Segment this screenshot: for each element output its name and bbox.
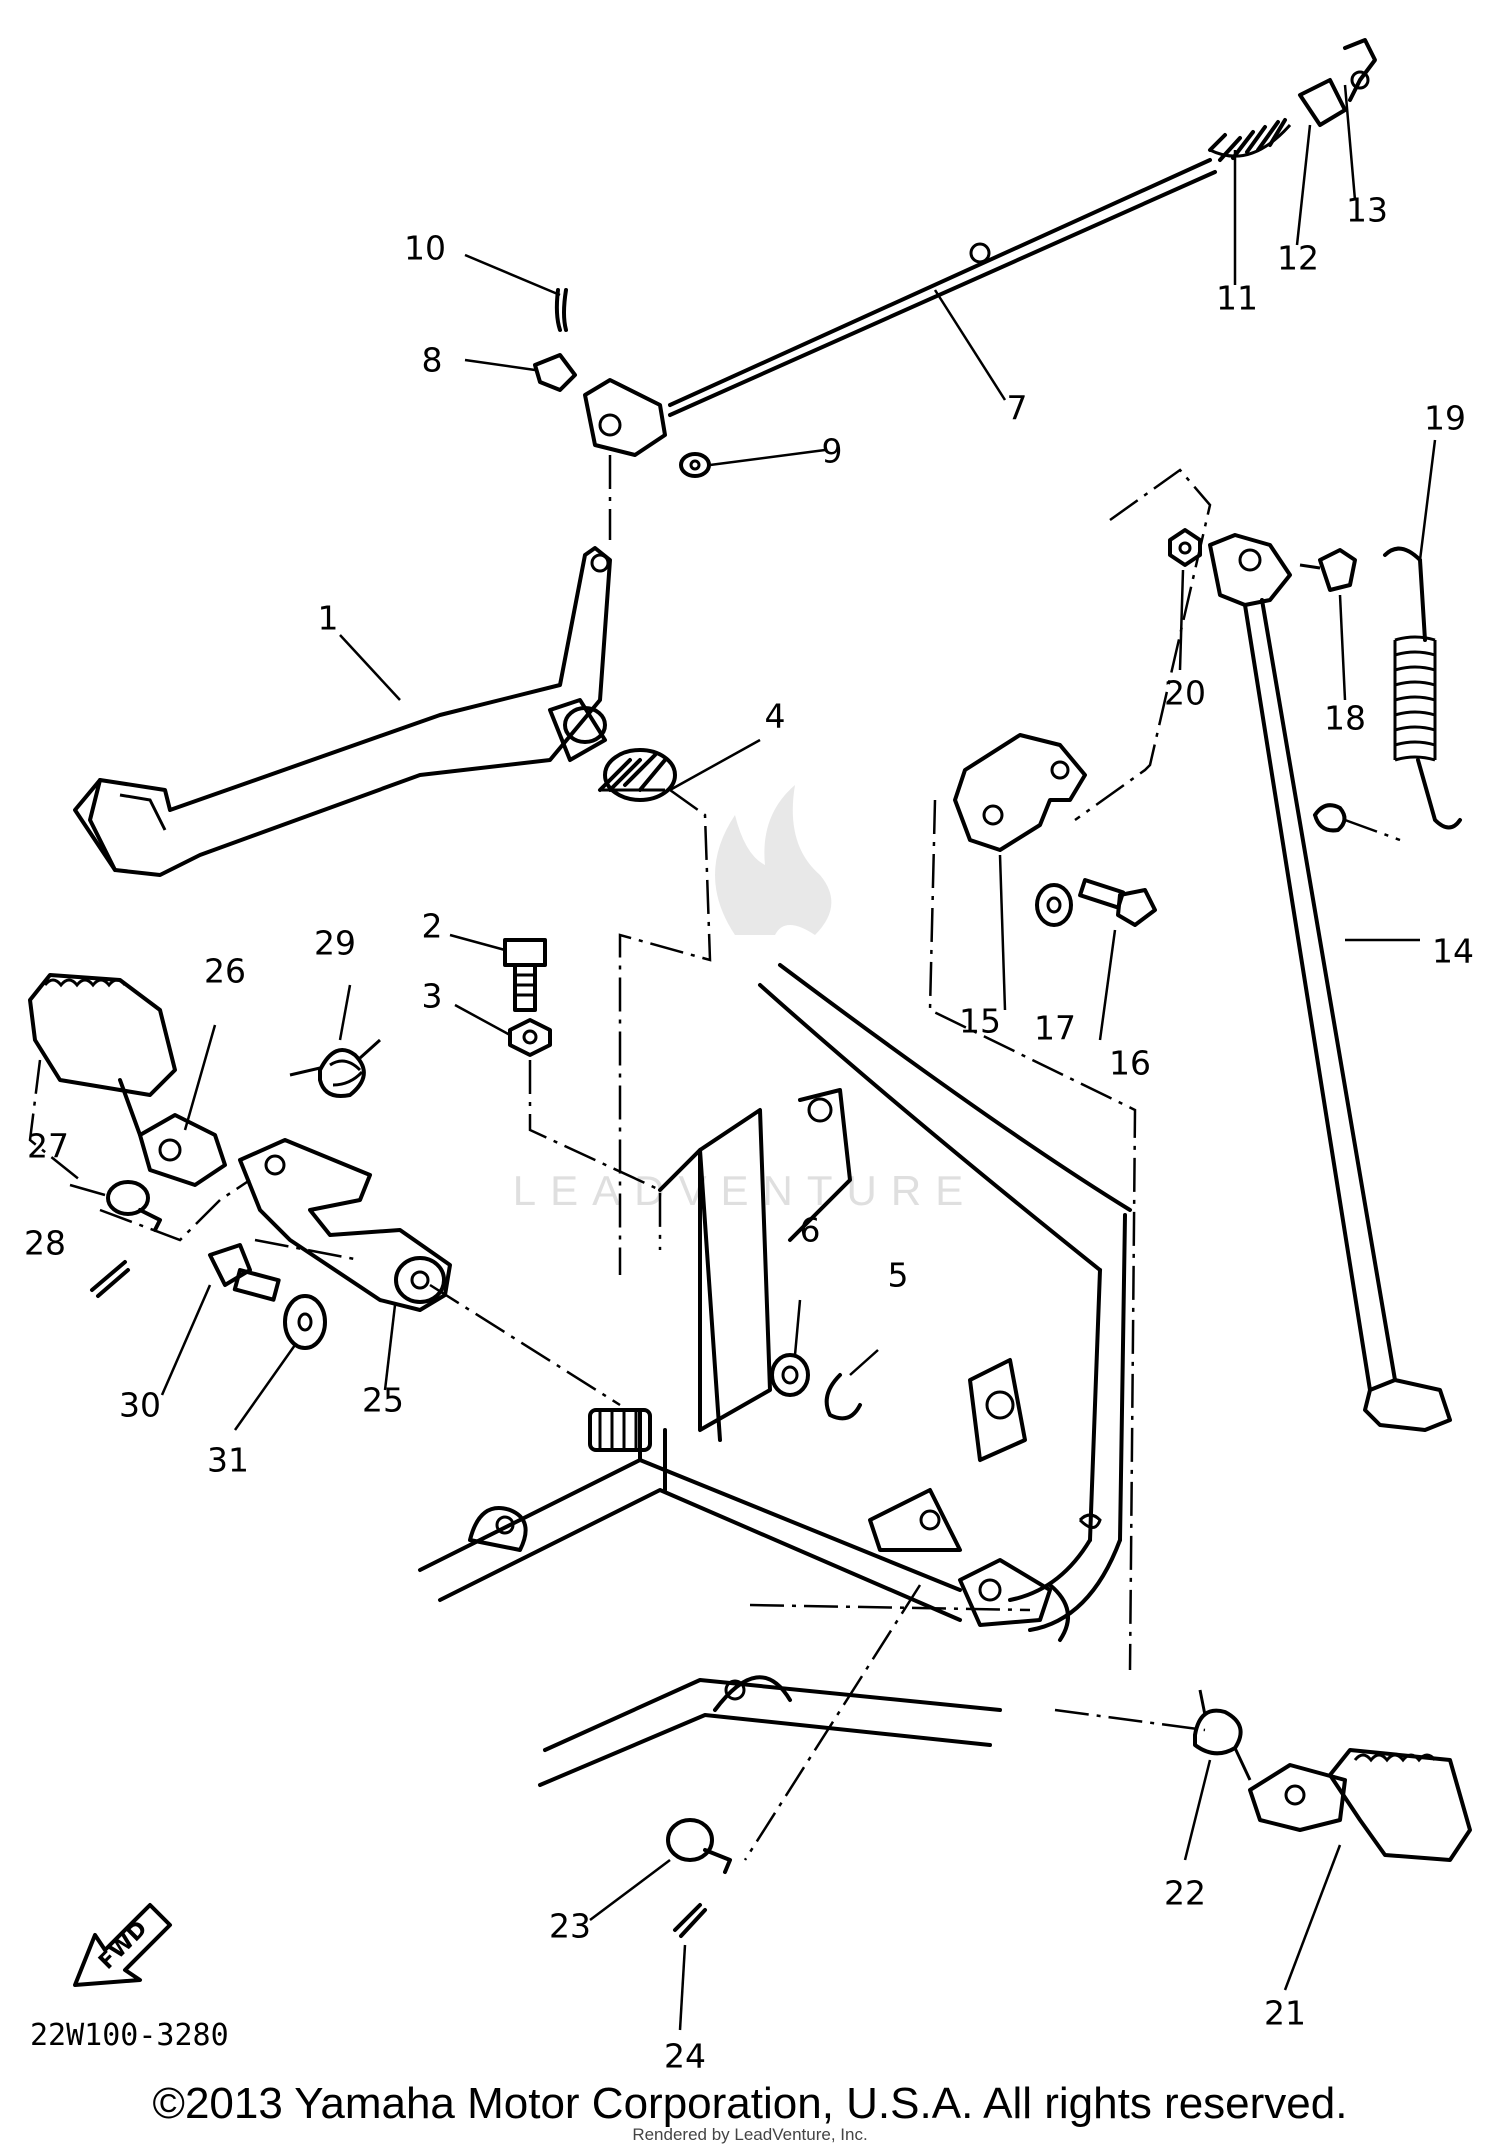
brake-rod-joint — [1298, 38, 1377, 127]
leader-lines — [69, 84, 1437, 2031]
brake-rod-assembly — [533, 158, 1217, 478]
brake-rod-spring — [1208, 118, 1292, 162]
callout-6: 6 — [800, 1211, 821, 1250]
frame — [418, 963, 1132, 1787]
callout-11: 11 — [1216, 279, 1258, 318]
brake-pivot-shaft — [588, 1408, 652, 1452]
callout-9: 9 — [822, 432, 843, 471]
washer-17 — [1035, 883, 1073, 927]
bolt-30 — [208, 1243, 281, 1302]
callout-27: 27 — [27, 1127, 69, 1166]
copyright-notice: ©2013 Yamaha Motor Corporation, U.S.A. A… — [153, 2079, 1348, 2128]
callout-25: 25 — [362, 1381, 404, 1420]
callout-1: 1 — [318, 599, 339, 638]
footrest-bracket-25 — [238, 1138, 452, 1312]
callout-20: 20 — [1164, 674, 1206, 713]
footrest-spring-22 — [1193, 1689, 1252, 1781]
cotter-pin-10 — [554, 288, 568, 332]
callout-18: 18 — [1324, 699, 1366, 738]
cotter-pin-24 — [673, 1903, 707, 1938]
callout-14: 14 — [1432, 932, 1474, 971]
watermark-text: LEADVENTURE — [513, 1167, 977, 1214]
callout-30: 30 — [119, 1386, 161, 1425]
pin-27 — [106, 1180, 162, 1232]
bolt-16 — [1078, 877, 1157, 927]
fwd-arrow: FWD — [73, 1903, 172, 1987]
callout-22: 22 — [1164, 1874, 1206, 1913]
rendered-by: Rendered by LeadVenture, Inc. — [632, 2125, 867, 2144]
nut-3 — [508, 1018, 552, 1057]
assembly-lines — [28, 455, 1401, 1861]
callout-31: 31 — [207, 1441, 249, 1480]
washer-31 — [283, 1294, 327, 1350]
callout-labels: 1 2 3 4 5 6 7 8 9 10 11 12 13 14 15 16 1… — [24, 191, 1474, 2076]
callout-8: 8 — [422, 341, 443, 380]
callout-21: 21 — [1264, 1994, 1306, 2033]
washer-6 — [770, 1353, 810, 1397]
cotter-pin-28 — [90, 1260, 130, 1298]
brake-pedal — [73, 546, 612, 877]
callout-16: 16 — [1109, 1044, 1151, 1083]
watermark: LEADVENTURE — [513, 785, 977, 1214]
callout-5: 5 — [888, 1256, 909, 1295]
footrest-left — [28, 973, 227, 1187]
drawing-code: 22W100-3280 — [30, 2018, 229, 2053]
callout-29: 29 — [314, 924, 356, 963]
nut-20 — [1168, 528, 1202, 567]
callout-23: 23 — [549, 1907, 591, 1946]
pin-23 — [666, 1818, 732, 1874]
sidestand-bracket-15 — [953, 733, 1087, 852]
callout-7: 7 — [1007, 389, 1028, 428]
callout-3: 3 — [422, 977, 443, 1016]
callout-10: 10 — [404, 229, 446, 268]
footrest-right — [1248, 1748, 1472, 1862]
callout-17: 17 — [1034, 1009, 1076, 1048]
pin-8 — [533, 353, 577, 392]
callout-4: 4 — [765, 697, 786, 736]
callout-28: 28 — [24, 1224, 66, 1263]
bolt-2 — [503, 938, 547, 1012]
callout-26: 26 — [204, 952, 246, 991]
callout-13: 13 — [1346, 191, 1388, 230]
footrest-spring-29 — [289, 1038, 382, 1098]
callout-2: 2 — [422, 907, 443, 946]
return-spring — [598, 748, 677, 802]
callout-19: 19 — [1424, 399, 1466, 438]
sidestand-14 — [1208, 533, 1452, 1432]
sidestand-spring-19 — [1383, 546, 1462, 830]
callout-24: 24 — [664, 2037, 706, 2076]
circlip-5 — [824, 1373, 862, 1421]
washer-9 — [679, 452, 711, 478]
callout-15: 15 — [959, 1002, 1001, 1041]
callout-12: 12 — [1277, 239, 1319, 278]
spring-hook-pin-18 — [1299, 548, 1357, 833]
